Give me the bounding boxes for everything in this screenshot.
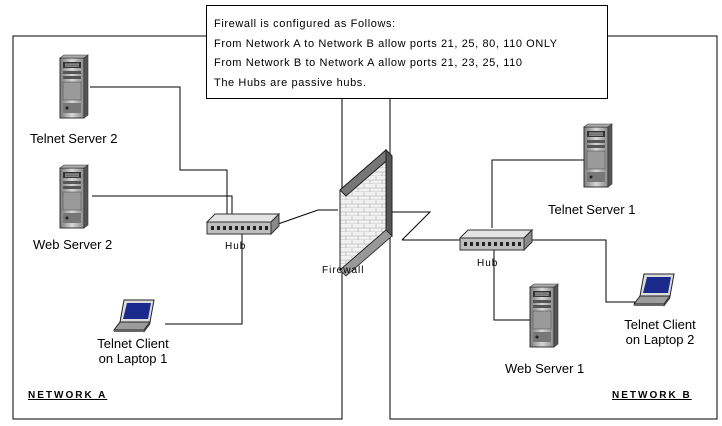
network-a-links [90, 86, 338, 325]
note-line-2: From Network A to Network B allow ports … [214, 37, 558, 50]
network-b-label: NETWORK B [612, 390, 692, 401]
web-server-1-icon [529, 283, 559, 348]
laptop-2-label: Telnet Client on Laptop 2 [614, 317, 706, 347]
laptop-2-icon [633, 273, 675, 307]
web-server-2-icon [59, 164, 89, 229]
note-line-4: The Hubs are passive hubs. [214, 76, 367, 89]
hub-b-label: Hub [477, 258, 499, 269]
hub-a-icon [206, 213, 280, 235]
web-server-2-label: Web Server 2 [33, 237, 113, 252]
telnet-server-1-label: Telnet Server 1 [548, 202, 636, 217]
firewall-label: Firewall [322, 265, 365, 276]
laptop-2-label-line-2: on Laptop 2 [625, 332, 695, 347]
laptop-1-label-line-1: Telnet Client [97, 336, 169, 351]
note-line-1: Firewall is configured as Follows: [214, 18, 396, 30]
firewall-icon [339, 148, 393, 277]
laptop-1-label: Telnet Client on Laptop 1 [88, 336, 178, 366]
web-server-1-label: Web Server 1 [505, 361, 585, 376]
telnet-server-2-label: Telnet Server 2 [30, 131, 118, 146]
telnet-server-2-icon [59, 54, 89, 119]
firewall-config-note: Firewall is configured as Follows: From … [206, 5, 608, 99]
network-b-links [386, 159, 640, 321]
laptop-2-label-line-1: Telnet Client [624, 317, 696, 332]
telnet-server-1-icon [583, 123, 613, 188]
laptop-1-icon [113, 299, 155, 333]
network-a-label: NETWORK A [28, 390, 108, 401]
laptop-1-label-line-2: on Laptop 1 [98, 351, 168, 366]
note-line-3: From Network B to Network A allow ports … [214, 57, 523, 69]
hub-b-icon [459, 229, 533, 251]
hub-a-label: Hub [225, 241, 247, 252]
